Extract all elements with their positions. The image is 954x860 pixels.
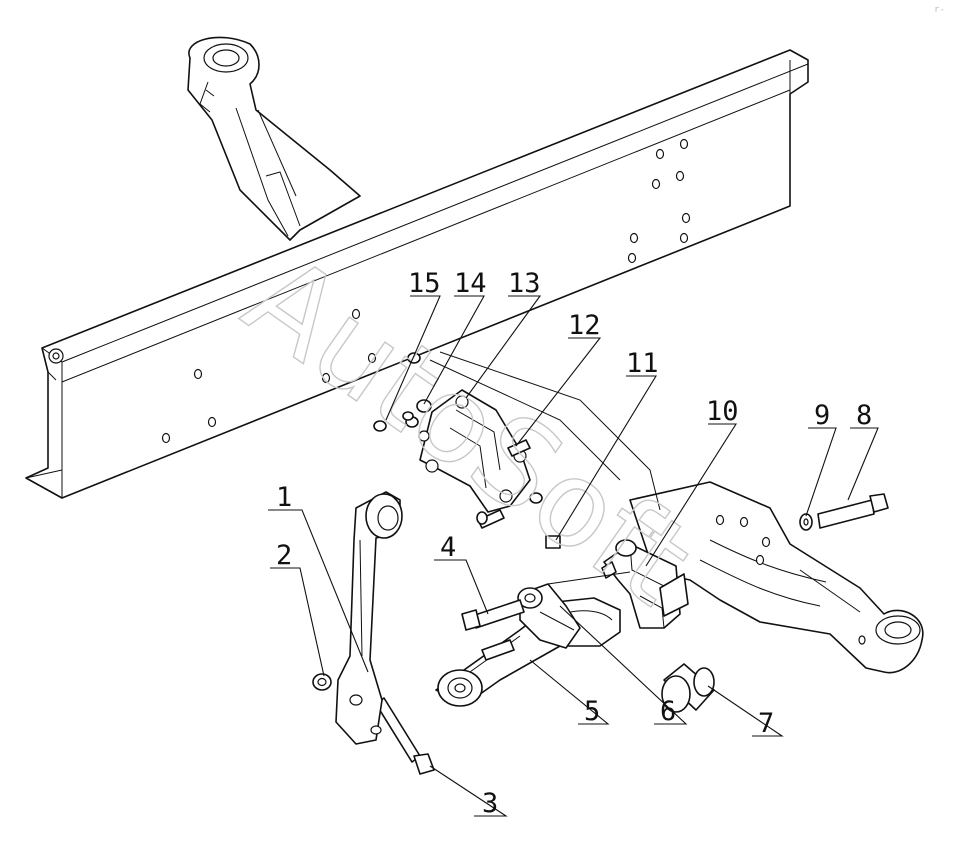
callout-12: 12 [568, 310, 601, 341]
callout-6: 6 [660, 696, 676, 727]
lower-cross-arm [429, 351, 924, 674]
callout-3: 3 [482, 788, 498, 819]
loose-bolts [312, 599, 525, 775]
callout-10: 10 [706, 396, 739, 427]
callout-2: 2 [276, 540, 292, 571]
levelling-valve [601, 539, 689, 629]
small-fasteners [373, 352, 561, 549]
eccentric-bracket [517, 571, 631, 649]
callout-9: 9 [814, 400, 830, 431]
mounting-bracket [418, 389, 531, 513]
frame-rail [25, 49, 809, 499]
callout-11: 11 [626, 348, 659, 379]
callout-4: 4 [440, 532, 456, 563]
callout-labels: 1 2 3 4 5 6 7 8 9 10 11 12 13 14 15 [276, 268, 872, 819]
callout-5: 5 [584, 696, 600, 727]
callout-8: 8 [856, 400, 872, 431]
callout-13: 13 [508, 268, 541, 299]
callout-15: 15 [408, 268, 441, 299]
upper-cross-arm [187, 36, 361, 241]
callout-1: 1 [276, 482, 292, 513]
rubber-bushing [661, 663, 715, 713]
vertical-link-rod [335, 491, 403, 745]
callout-14: 14 [454, 268, 487, 299]
leader-lines [268, 295, 879, 817]
callout-7: 7 [758, 708, 774, 739]
corner-mark: r- [934, 5, 945, 15]
bolt-and-washer [799, 493, 889, 531]
